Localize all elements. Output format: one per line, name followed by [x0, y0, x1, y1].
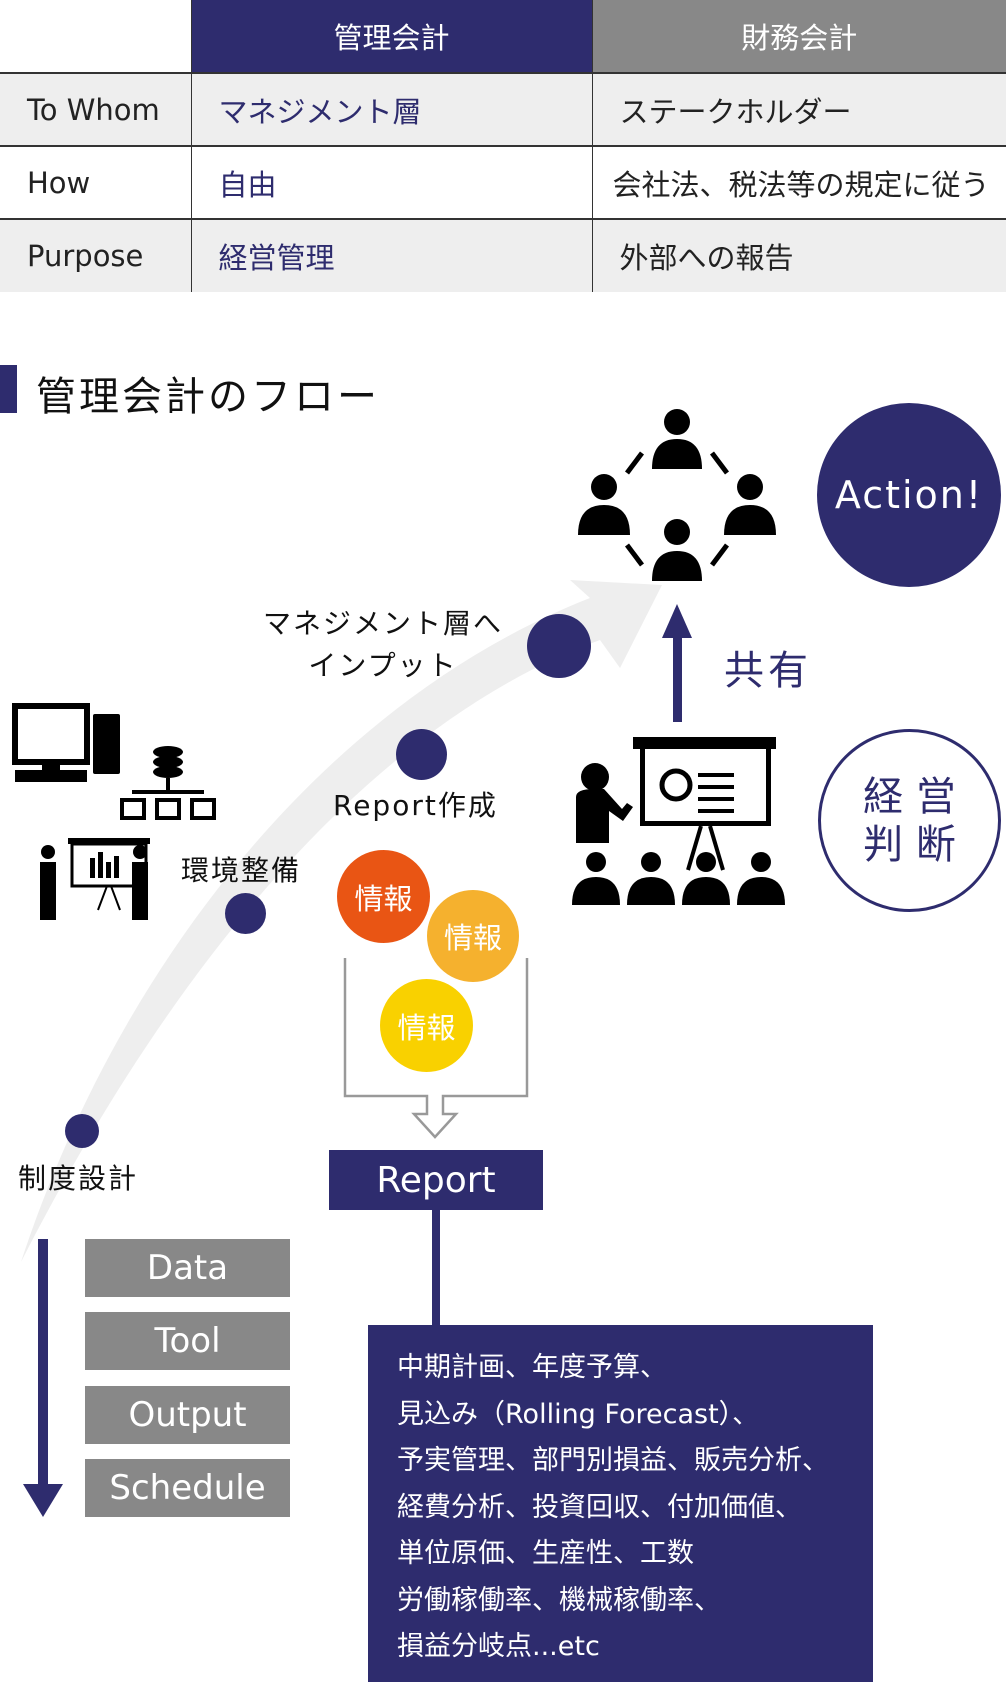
step-label-line: マネジメント層へ: [263, 607, 504, 640]
row-label: How: [0, 145, 191, 219]
row-label: To Whom: [0, 72, 191, 146]
share-label: 共有: [724, 648, 812, 694]
report-item: 労働稼働率、機械稼働率、: [397, 1584, 721, 1616]
management-cell: 経営管理: [190, 218, 592, 292]
phase-tool: Tool: [85, 1312, 290, 1370]
info-label: 情報: [443, 921, 502, 955]
section-title: 管理会計のフロー: [36, 374, 380, 420]
report-item: 見込み（Rolling Forecast）、: [397, 1398, 760, 1430]
step-dot-environment: [225, 893, 266, 934]
corner-cell: [0, 0, 191, 73]
management-cell: マネジメント層: [190, 72, 592, 146]
judgment-line: 判 断: [863, 821, 956, 868]
info-label: 情報: [354, 881, 413, 916]
action-label: Action!: [834, 473, 984, 517]
step-label-environment: 環境整備: [181, 854, 302, 887]
step-dot-report: [396, 729, 447, 780]
phase-data: Data: [85, 1239, 290, 1297]
table-row: To Whom マネジメント層 ステークホルダー: [0, 72, 1006, 146]
table-row: How 自由 会社法、税法等の規定に従う: [0, 145, 1006, 219]
report-items-box: 中期計画、年度予算、 見込み（Rolling Forecast）、 予実管理、部…: [368, 1325, 873, 1682]
phase-schedule: Schedule: [85, 1459, 290, 1517]
info-circle: 情報: [337, 850, 430, 943]
report-label: Report: [376, 1159, 496, 1201]
comparison-table: 管理会計 財務会計 To Whom マネジメント層 ステークホルダー How 自…: [0, 0, 1006, 292]
header-financial-accounting: 財務会計: [591, 0, 1006, 73]
report-item: 予実管理、部門別損益、販売分析、: [397, 1445, 829, 1476]
step-label-input: マネジメント層へ インプット: [263, 603, 503, 687]
report-box: Report: [329, 1150, 543, 1210]
financial-cell: 外部への報告: [591, 218, 1006, 292]
info-circle: 情報: [427, 890, 519, 982]
section-marker: [0, 365, 17, 413]
phase-output: Output: [85, 1386, 290, 1444]
step-label-system-design: 制度設計: [18, 1162, 139, 1195]
row-label: Purpose: [0, 218, 191, 292]
step-label-line: インプット: [308, 649, 458, 682]
step-dot-system-design: [65, 1114, 99, 1148]
financial-cell: 会社法、税法等の規定に従う: [591, 145, 1006, 219]
management-judgment-circle: 経 営 判 断: [818, 729, 1001, 912]
table-row: Purpose 経営管理 外部への報告: [0, 218, 1006, 292]
report-item: 経費分析、投資回収、付加価値、: [397, 1491, 802, 1523]
step-label-report: Report作成: [333, 789, 498, 822]
report-item: 損益分岐点...etc: [397, 1631, 600, 1662]
info-label: 情報: [397, 1010, 456, 1045]
report-item: 中期計画、年度予算、: [397, 1352, 667, 1383]
presentation-meeting-icon: [572, 737, 785, 905]
it-environment-icons: [12, 703, 216, 920]
team-network-icon: [578, 409, 776, 581]
report-item: 単位原価、生産性、工数: [397, 1538, 694, 1569]
financial-cell: ステークホルダー: [591, 72, 1006, 146]
step-dot-input: [527, 614, 591, 678]
management-cell: 自由: [190, 145, 592, 219]
header-management-accounting: 管理会計: [190, 0, 592, 73]
action-circle: Action!: [817, 403, 1001, 587]
judgment-line: 経 営: [863, 773, 956, 820]
info-circle: 情報: [380, 979, 473, 1072]
